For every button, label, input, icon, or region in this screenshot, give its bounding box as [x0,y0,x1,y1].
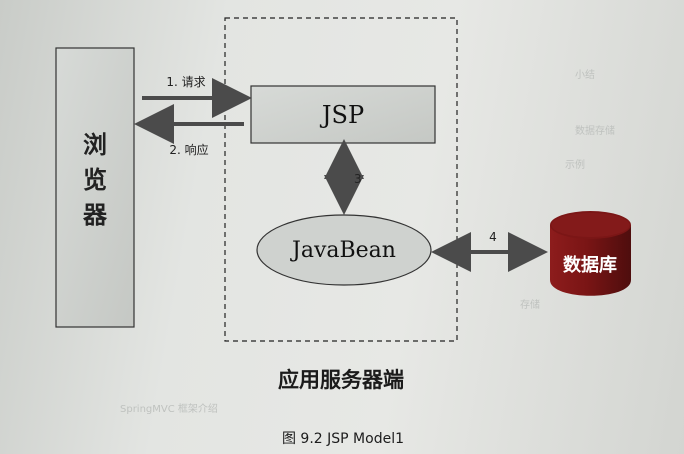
request-label: 1. 请求 [166,75,205,89]
jsp-javabean-label: 3 [354,172,362,186]
jsp-box [250,85,436,144]
database-label: 数据库 [563,254,617,276]
application-server-label: 应用服务器端 [278,368,404,392]
faded-background-text: 小结 数据存储 示例 存储 SpringMVC 框架介绍 [120,68,615,415]
response-label: 2. 响应 [169,142,208,157]
javabean-database-label: 4 [489,230,497,244]
browser-label-line-2: 览 [83,166,107,194]
browser-label-line-3: 器 [82,201,108,229]
browser-box [55,47,135,328]
svg-text:示例: 示例 [565,158,585,171]
jsp-label: JSP [319,101,364,129]
figure-caption: 图 9.2 JSP Model1 [282,431,404,447]
application-server-dashed-boundary [224,17,458,342]
svg-text:数据存储: 数据存储 [575,124,615,137]
browser-label-line-1: 浏 [83,131,107,159]
database-cylinder [550,211,631,296]
svg-text:小结: 小结 [575,68,595,81]
svg-text:存储: 存储 [520,298,540,311]
svg-text:SpringMVC 框架介绍: SpringMVC 框架介绍 [120,402,218,415]
javabean-label: JavaBean [290,238,396,263]
